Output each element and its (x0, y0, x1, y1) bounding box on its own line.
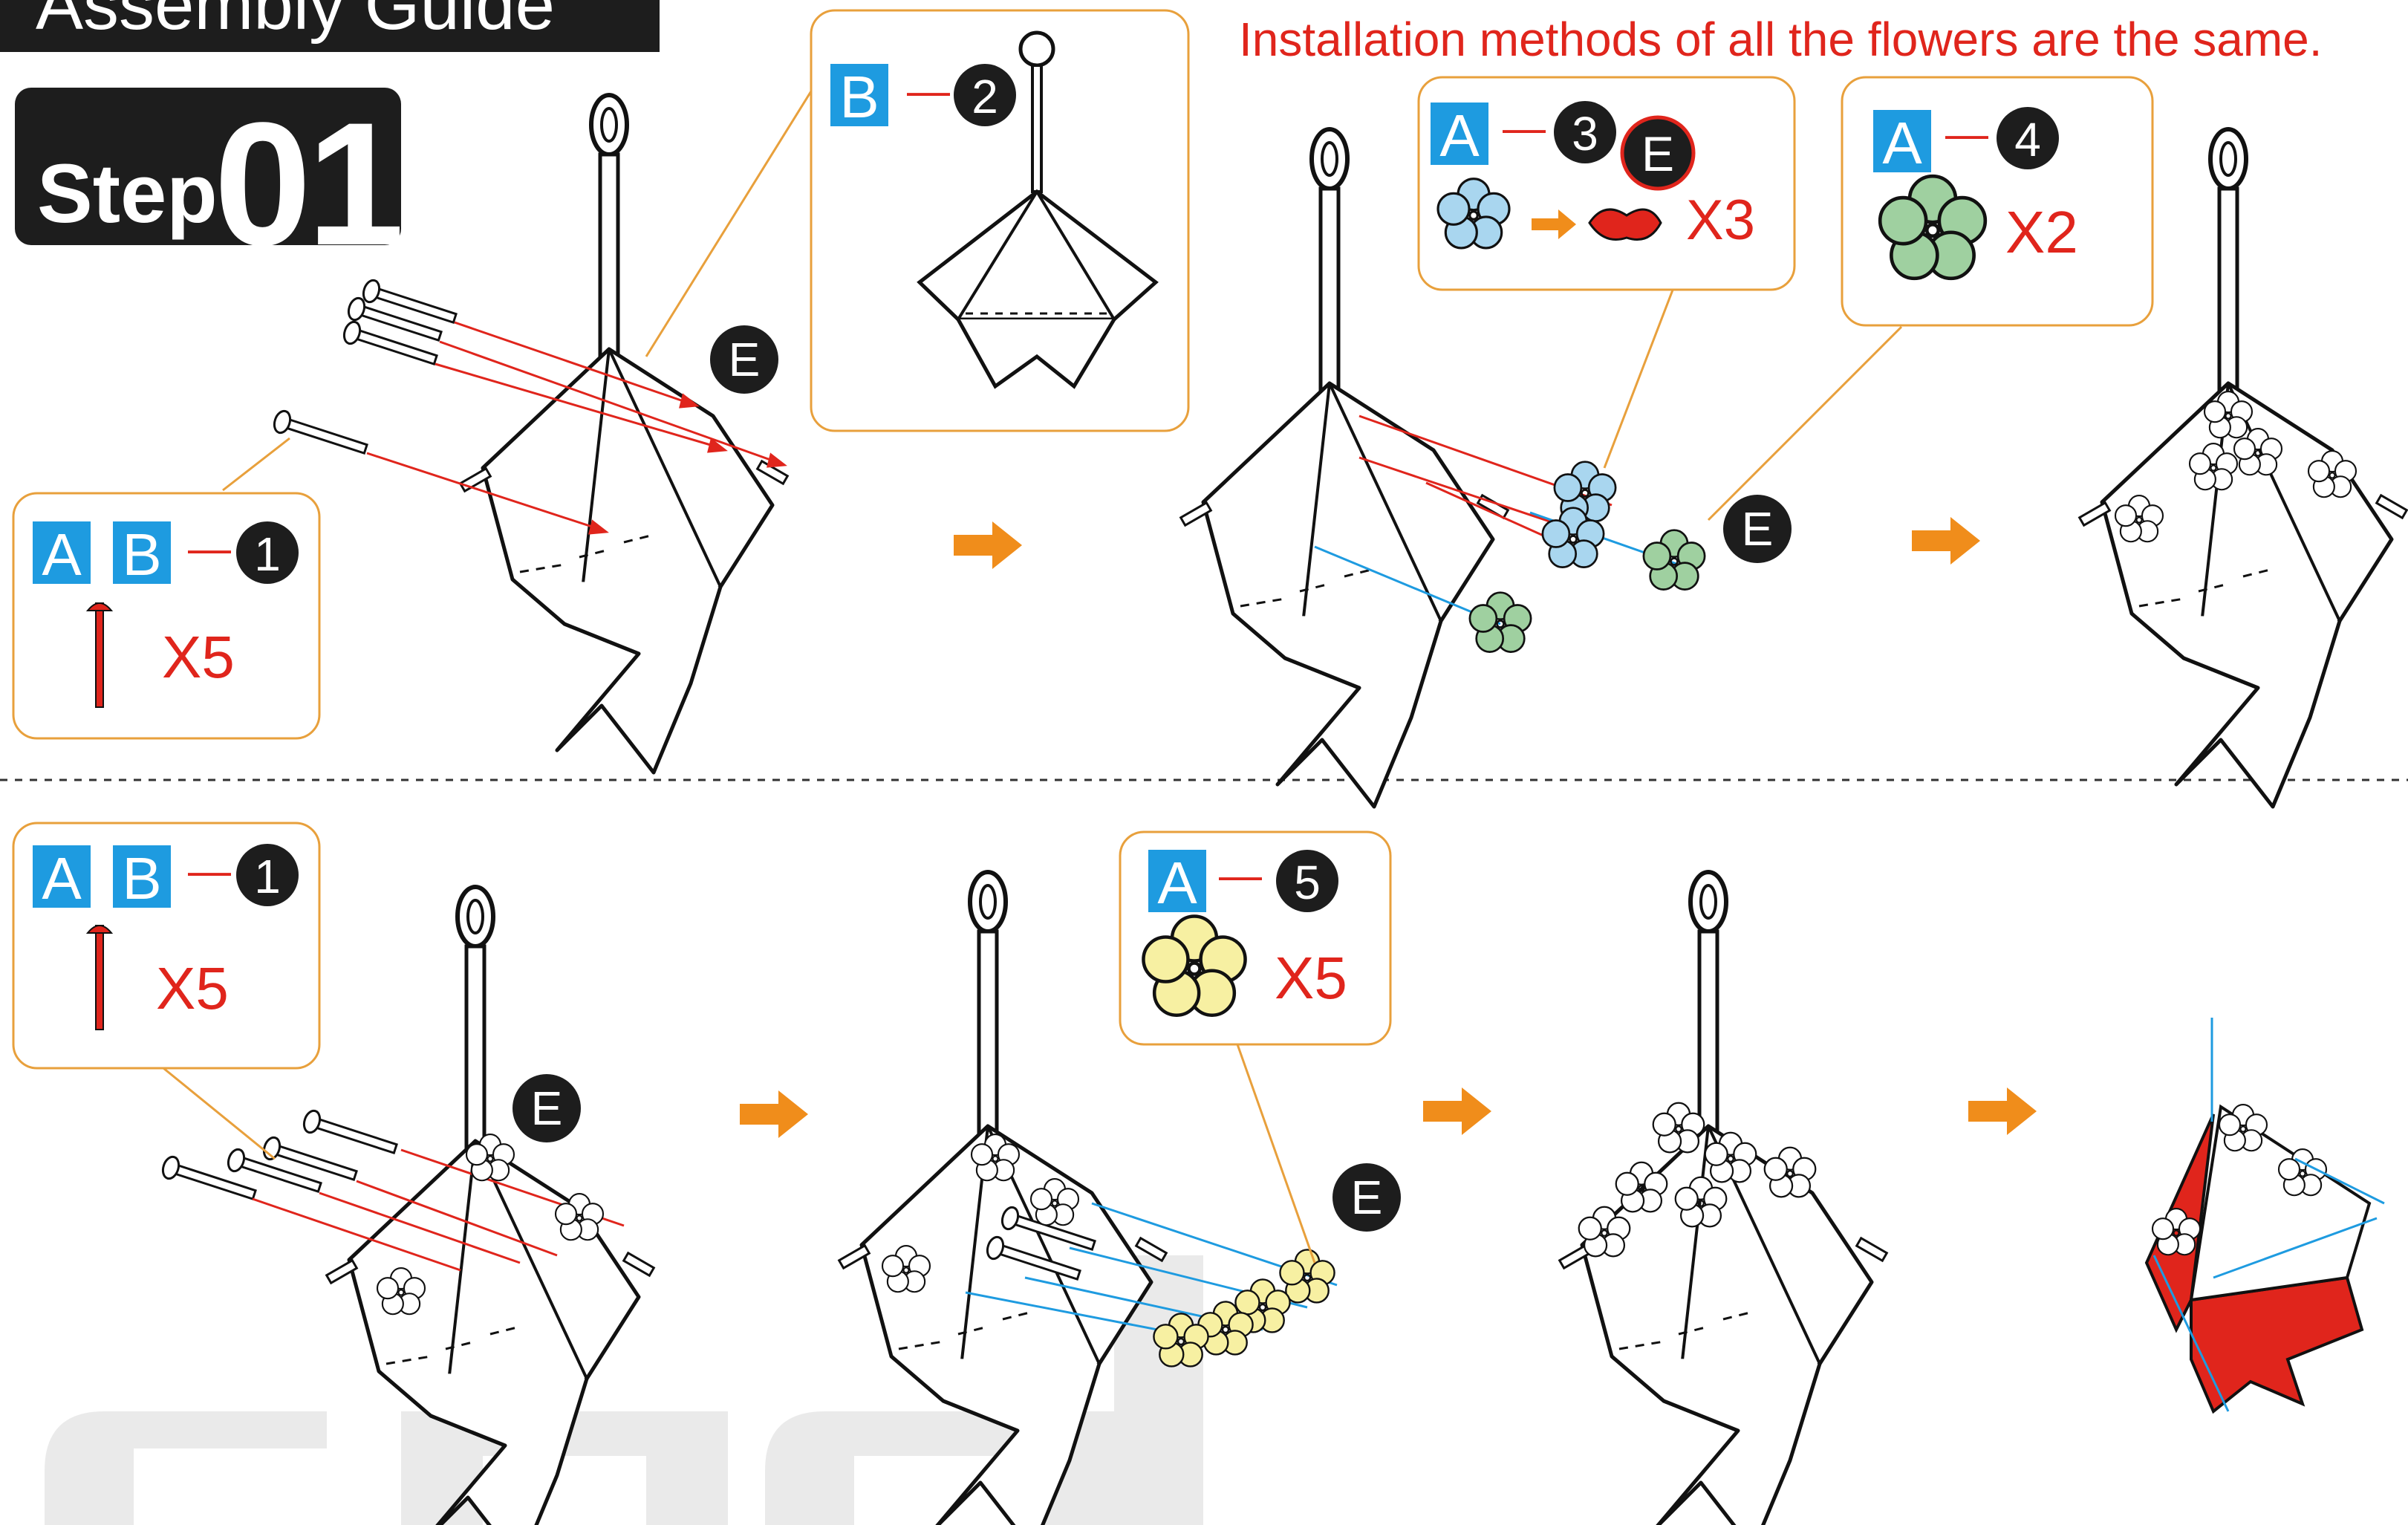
quantity-label: X2 (2005, 199, 2078, 265)
part-label-b: B (839, 64, 879, 130)
part-badge-a (33, 521, 91, 584)
leader-lines (222, 81, 819, 492)
connector-label: E (531, 1082, 563, 1135)
callout-a4: A — 4 X2 (1841, 76, 2154, 327)
step-number-badge (1554, 101, 1616, 163)
step-number-badge (236, 521, 299, 584)
part-badge-a (1431, 103, 1488, 165)
part-badge-a (33, 845, 91, 908)
step-number-badge (1276, 850, 1338, 912)
part-badge-b (113, 521, 171, 584)
top-stage-1: E (222, 81, 819, 773)
leader-line (1236, 1044, 1316, 1264)
bottom-stage-3 (1560, 872, 1887, 1525)
bottom-stage-4 (2144, 1018, 2385, 1414)
step-number-label: 3 (1572, 107, 1598, 160)
part-label-a: A (42, 521, 82, 588)
connector-badge (710, 325, 778, 394)
green-flower (1642, 529, 1706, 591)
small-arrow-icon (1532, 209, 1576, 239)
part-badge-b (113, 845, 171, 908)
step-number-label: 1 (254, 850, 281, 903)
fold-arrows-blue (2152, 1018, 2385, 1412)
connector-label: E (729, 333, 761, 386)
step-number-label: 1 (254, 527, 281, 581)
step-number-label: 4 (2014, 113, 2041, 166)
attached-flower (1763, 1146, 1817, 1198)
bottom-stage-2: E (839, 872, 1401, 1525)
quantity-label: X5 (162, 624, 235, 690)
guide-title: Assembly Guide (36, 0, 555, 45)
lantern-part (461, 95, 788, 773)
part-label-a: A (1882, 110, 1922, 176)
white-panel (2189, 1104, 2372, 1302)
leader-lines (1603, 282, 1903, 521)
guide-title-tab: Assembly Guide (0, 0, 660, 52)
step-number-label: 5 (1294, 856, 1321, 909)
pin (300, 1108, 400, 1161)
step-number-badge (236, 844, 299, 906)
dash-separator: — (188, 524, 231, 573)
callout-b2: B — 2 (810, 9, 1190, 432)
callout-a3: A — 3 E X3 (1417, 76, 1796, 291)
part-badge-a (1148, 850, 1206, 912)
part-label-b: B (122, 521, 161, 588)
part-label-a: A (1439, 103, 1480, 169)
connector-label: E (1641, 126, 1674, 181)
next-arrow (954, 521, 1022, 569)
callout-a5: A — 5 X5 (1119, 830, 1392, 1046)
green-flower (1468, 591, 1532, 653)
connector-badge (512, 1074, 581, 1142)
quantity-label: X5 (1275, 945, 1347, 1011)
bottom-stage-1: E (159, 887, 654, 1525)
next-arrow (1423, 1087, 1491, 1135)
attached-flower (1652, 1102, 1705, 1154)
step-number-badge (1997, 107, 2059, 169)
dash-separator: — (1945, 110, 1988, 158)
installation-note: Installation methods of all the flowers … (1239, 13, 2323, 66)
part-label-b-overlay: B (122, 845, 161, 911)
next-arrow (1968, 1087, 2037, 1135)
connector-label: E (1351, 1171, 1383, 1224)
next-arrow (740, 1090, 808, 1138)
connector-badge (1723, 495, 1792, 563)
step-number-label: 2 (972, 70, 998, 123)
callout-ab1-bottom: A B B — 1 X5 (12, 822, 321, 1070)
quantity-label: X5 (156, 955, 229, 1021)
step-badge: Step 01 (15, 86, 405, 282)
dash-separator: — (188, 847, 231, 895)
pin-group (270, 277, 460, 461)
insertion-arrows-red (252, 1148, 625, 1272)
connector-badge (1332, 1163, 1401, 1232)
next-arrow (1912, 517, 1980, 565)
top-stage-2: E (1181, 129, 1903, 807)
part-label-a: A (1157, 850, 1197, 916)
quantity-label: X3 (1686, 189, 1755, 252)
dash-separator: — (907, 67, 950, 115)
red-panel (2190, 1275, 2364, 1414)
step-number-badge (954, 64, 1016, 126)
pin (270, 408, 371, 461)
insertion-arrows-red (366, 321, 787, 535)
connector-badge (1620, 115, 1696, 191)
red-connector-icon (1588, 208, 1662, 241)
part-label-a: A (42, 845, 82, 911)
dash-separator: — (1219, 851, 1262, 900)
step-number: 01 (214, 86, 405, 282)
leader-line (163, 1067, 276, 1160)
connector-label: E (1742, 502, 1774, 556)
dash-separator: — (1503, 104, 1546, 152)
part-badge-a (1873, 110, 1931, 172)
step-word: Step (37, 147, 218, 240)
part-b-illustration (917, 30, 1159, 389)
part-badge-b (830, 64, 888, 126)
callout-ab1-top: A B — 1 X5 (12, 492, 321, 740)
